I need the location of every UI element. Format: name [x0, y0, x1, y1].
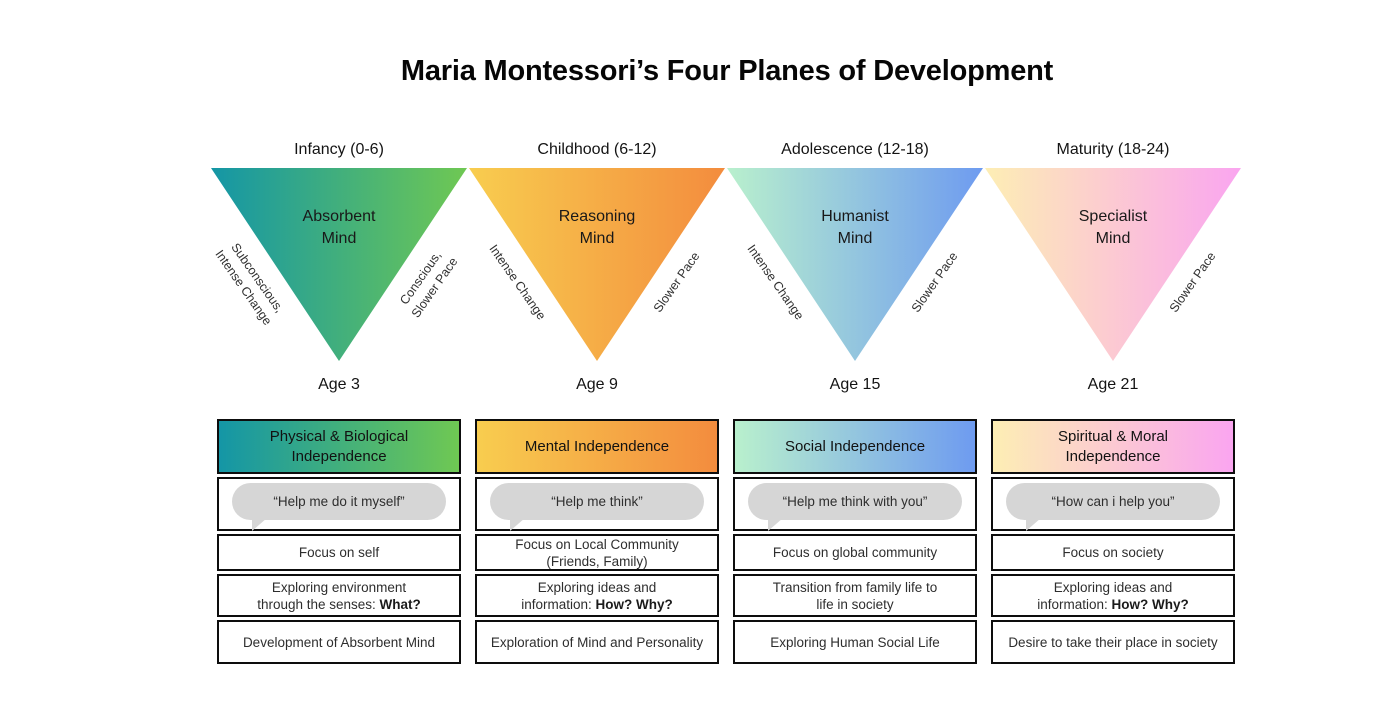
page-title: Maria Montessori’s Four Planes of Develo… [400, 55, 1054, 87]
mind-label: Absorbent Mind [302, 208, 376, 247]
triangle-wrap: Reasoning Mind Intense Change Slower Pac… [468, 168, 726, 361]
age-label: Age 15 [829, 376, 881, 393]
table-row: Development of Absorbent Mind [217, 620, 461, 664]
table-row: Focus on Local Community (Friends, Famil… [475, 534, 719, 571]
table-row: Focus on global community [733, 534, 977, 571]
table-row: Transition from family life to life in s… [733, 574, 977, 617]
plane-card: Physical & Biological Independence “Help… [217, 419, 461, 664]
table-row: Exploring ideas and information: How? Wh… [991, 574, 1235, 617]
triangle-wrap: Specialist Mind Slower Pace [984, 168, 1242, 361]
triangle-wrap: Humanist Mind Intense Change Slower Pace [726, 168, 984, 361]
mind-label: Reasoning Mind [558, 208, 636, 247]
table-row: Exploring ideas and information: How? Wh… [475, 574, 719, 617]
mind-label: Specialist Mind [1078, 208, 1148, 247]
card-header: Mental Independence [475, 419, 719, 474]
speech-bubble: “Help me think” [490, 483, 704, 531]
plane-column-infancy: Infancy (0-6) Absorbent Mind Subconsciou… [210, 140, 468, 664]
plane-column-childhood: Childhood (6-12) Reasoning Mind Intense … [468, 140, 726, 664]
plane-card: Social Independence “Help me think with … [733, 419, 977, 664]
plane-card: Spiritual & Moral Independence “How can … [991, 419, 1235, 664]
speech-bubble: “Help me think with you” [748, 483, 962, 531]
plane-triangle [469, 168, 725, 361]
plane-triangle [211, 168, 467, 361]
table-row: Exploration of Mind and Personality [475, 620, 719, 664]
quote-row: “How can i help you” [991, 477, 1235, 531]
speech-bubble: “Help me do it myself” [232, 483, 446, 531]
plane-column-adolescence: Adolescence (12-18) Humanist Mind Intens… [726, 140, 984, 664]
table-row: Exploring environment through the senses… [217, 574, 461, 617]
plane-card: Mental Independence “Help me think” Focu… [475, 419, 719, 664]
plane-triangle [727, 168, 983, 361]
quote-row: “Help me think” [475, 477, 719, 531]
table-row: Desire to take their place in society [991, 620, 1235, 664]
table-row: Focus on society [991, 534, 1235, 571]
mind-label: Humanist Mind [821, 208, 889, 247]
card-header: Physical & Biological Independence [217, 419, 461, 474]
card-header: Social Independence [733, 419, 977, 474]
stage-label: Maturity (18-24) [1056, 141, 1170, 158]
table-row: Focus on self [217, 534, 461, 571]
speech-bubble: “How can i help you” [1006, 483, 1220, 531]
planes-diagram: Infancy (0-6) Absorbent Mind Subconsciou… [210, 140, 1244, 664]
quote-row: “Help me do it myself” [217, 477, 461, 531]
quote-row: “Help me think with you” [733, 477, 977, 531]
card-header: Spiritual & Moral Independence [991, 419, 1235, 474]
table-row: Exploring Human Social Life [733, 620, 977, 664]
stage-label: Adolescence (12-18) [781, 141, 929, 158]
stage-label: Infancy (0-6) [294, 141, 384, 158]
plane-triangle [985, 168, 1241, 361]
age-label: Age 9 [576, 376, 618, 393]
stage-label: Childhood (6-12) [537, 141, 657, 158]
plane-column-maturity: Maturity (18-24) Specialist Mind Slower … [984, 140, 1242, 664]
age-label: Age 21 [1087, 376, 1139, 393]
triangle-wrap: Absorbent Mind Subconscious, Intense Cha… [210, 168, 468, 361]
age-label: Age 3 [318, 376, 360, 393]
